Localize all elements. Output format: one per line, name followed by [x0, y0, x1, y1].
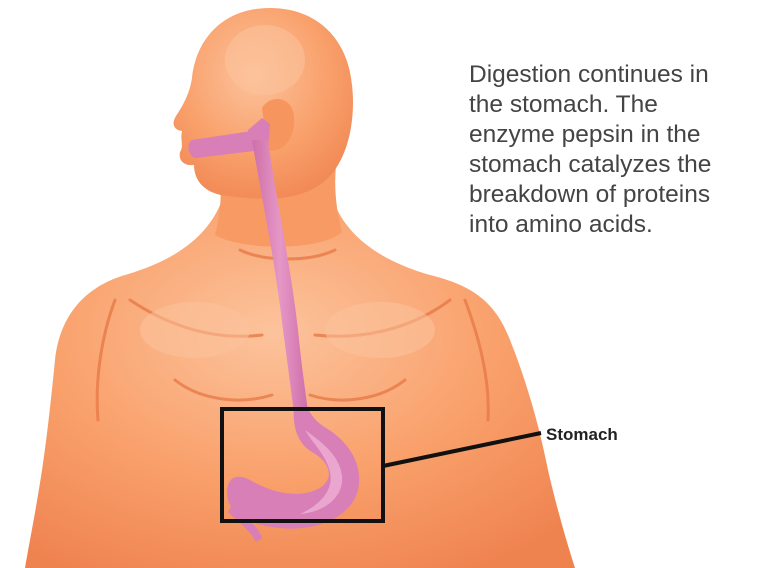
caption-text: Digestion continues in the stomach. The …: [469, 60, 769, 240]
stomach-label: Stomach: [546, 425, 618, 445]
